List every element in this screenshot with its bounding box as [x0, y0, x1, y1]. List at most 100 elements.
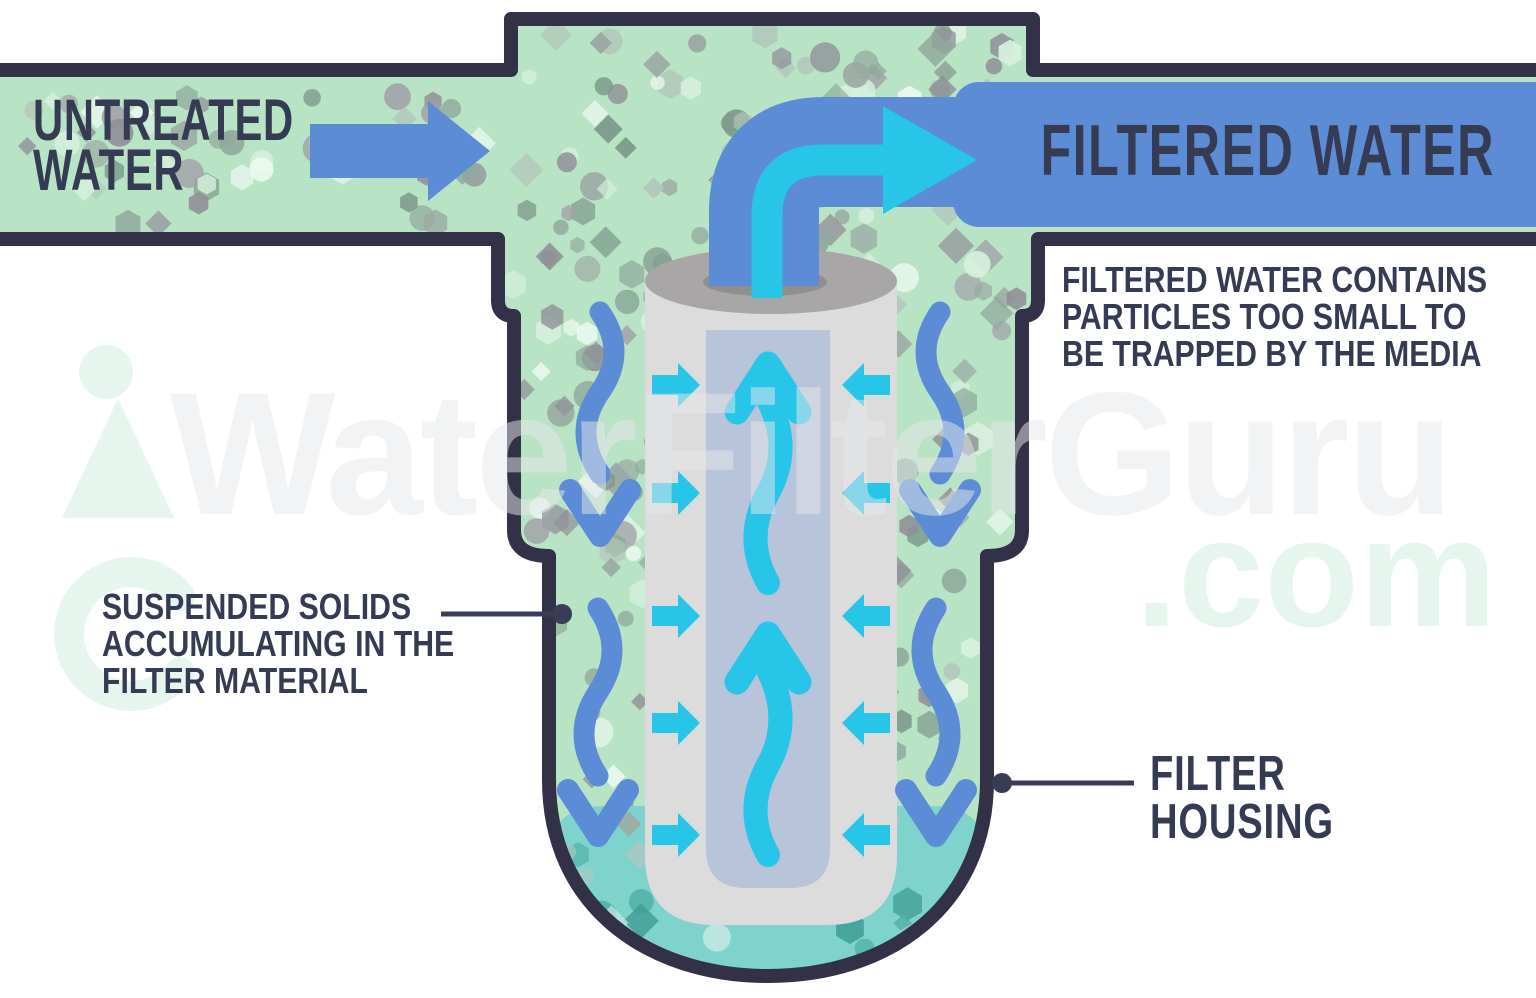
particle-circle [303, 89, 321, 107]
inflow-arrow-right-icon [652, 363, 700, 407]
down-arrow-icon [895, 597, 977, 847]
particle-hexagon [230, 164, 254, 191]
leader-lines [441, 604, 1134, 793]
up-arrow-icon [724, 351, 812, 595]
particle-diamond [601, 557, 621, 578]
particle-hexagon [561, 204, 576, 222]
note-line: SUSPENDED SOLIDS [102, 586, 412, 627]
filter-housing-leader [992, 773, 1134, 793]
housing-outline [0, 12, 1536, 983]
particle-circle [617, 610, 634, 627]
inflow-arrow-icons [652, 363, 890, 857]
filter-housing-label: FILTER HOUSING [1150, 747, 1334, 849]
particle-hexagon [140, 114, 159, 136]
particle-hexagon [917, 710, 942, 739]
particle-diamond [554, 395, 575, 417]
particle-diamond [937, 227, 975, 264]
particle-hexagon [772, 47, 792, 70]
inflow-arrow-left-icon [842, 363, 890, 407]
particle-hexagon [899, 514, 919, 538]
particle-circle [625, 545, 642, 562]
particle-circle [24, 101, 44, 120]
particle-diamond [642, 177, 665, 199]
particle-circle [797, 56, 815, 75]
core-up-arrow-icons [724, 351, 812, 867]
particle-circle [941, 568, 967, 594]
down-arrow-icon [559, 301, 641, 547]
particle-circle [810, 42, 841, 73]
suspended-solids-leader [441, 604, 572, 624]
particle-circle [691, 227, 709, 245]
particle-hexagon [858, 207, 874, 225]
untreated-water-label: UNTREATED WATER [33, 88, 294, 200]
particle-diamond [928, 75, 957, 104]
particle-circle [688, 34, 707, 53]
particle-circle [703, 923, 731, 952]
filtered-water-note: FILTERED WATER CONTAINS PARTICLES TOO SM… [1062, 261, 1487, 372]
filter-housing-line1: FILTER [1150, 747, 1286, 801]
particle-hexagon [517, 199, 537, 222]
particle-diamond [869, 62, 887, 80]
particle-hexagon [115, 209, 141, 239]
particle-circle [842, 62, 869, 88]
particle-circle [59, 94, 79, 114]
particle-hexagon [563, 318, 580, 337]
note-line: BE TRAPPED BY THE MEDIA [1062, 333, 1482, 374]
particle-diamond [917, 31, 954, 67]
particle-circle [992, 321, 1012, 341]
particle-hexagon [974, 281, 992, 301]
particle-hexagon [176, 85, 198, 111]
note-line: FILTER MATERIAL [102, 660, 368, 701]
note-line: ACCUMULATING IN THE [102, 623, 455, 664]
filtered-water-label: FILTERED WATER [1040, 111, 1495, 191]
particle-circle [553, 219, 569, 235]
particle-circle [892, 458, 919, 485]
particle-hexagon [961, 637, 980, 659]
untreated-water-line1: UNTREATED [33, 88, 294, 153]
particle-hexagon [197, 173, 216, 195]
down-arrow-icon [899, 301, 981, 547]
particle-hexagon [601, 937, 626, 964]
particle-hexagon [1006, 287, 1027, 311]
particle-circle [615, 289, 640, 314]
particle-circle [384, 83, 411, 111]
note-line: PARTICLES TOO SMALL TO [1062, 296, 1467, 337]
particle-hexagon [571, 197, 596, 226]
particle-circle [628, 889, 654, 914]
particle-hexagon [576, 321, 598, 346]
particle-hexagon [541, 304, 564, 330]
particle-hexagon [657, 69, 683, 99]
particle-hexagon [193, 96, 209, 114]
inflow-arrow-left-icon [842, 594, 890, 638]
particle-hexagon [752, 19, 778, 49]
particle-circle [889, 263, 919, 293]
outlet-flow-arrow-icon [751, 106, 977, 298]
particle-circle [249, 157, 274, 182]
particle-hexagon [893, 887, 922, 921]
note-line: FILTERED WATER CONTAINS [1062, 259, 1488, 300]
particle-hexagon [400, 192, 418, 213]
down-flow-arrow-icons [557, 301, 981, 847]
particle-diamond [589, 226, 622, 259]
particle-hexagon [500, 270, 526, 300]
particle-diamond [18, 136, 37, 156]
particle-circle [943, 663, 960, 680]
particle-circle [834, 209, 850, 225]
particle-diamond [596, 178, 618, 200]
up-arrow-icon [724, 621, 812, 867]
particle-circle [985, 57, 1003, 75]
particle-circle [574, 255, 601, 282]
particle-circle [523, 518, 550, 544]
particle-hexagon [570, 236, 585, 254]
particle-circle [441, 98, 462, 119]
suspended-solids-note: SUSPENDED SOLIDS ACCUMULATING IN THE FIL… [102, 588, 454, 699]
filter-housing-line2: HOUSING [1150, 795, 1334, 849]
inflow-arrow-right-icon [652, 701, 700, 745]
particle-circle [607, 83, 628, 104]
particle-hexagon [619, 260, 645, 289]
particle-circle [521, 69, 537, 85]
cartridge-core [706, 330, 830, 888]
particle-diamond [952, 358, 978, 384]
particle-hexagon [188, 192, 209, 215]
